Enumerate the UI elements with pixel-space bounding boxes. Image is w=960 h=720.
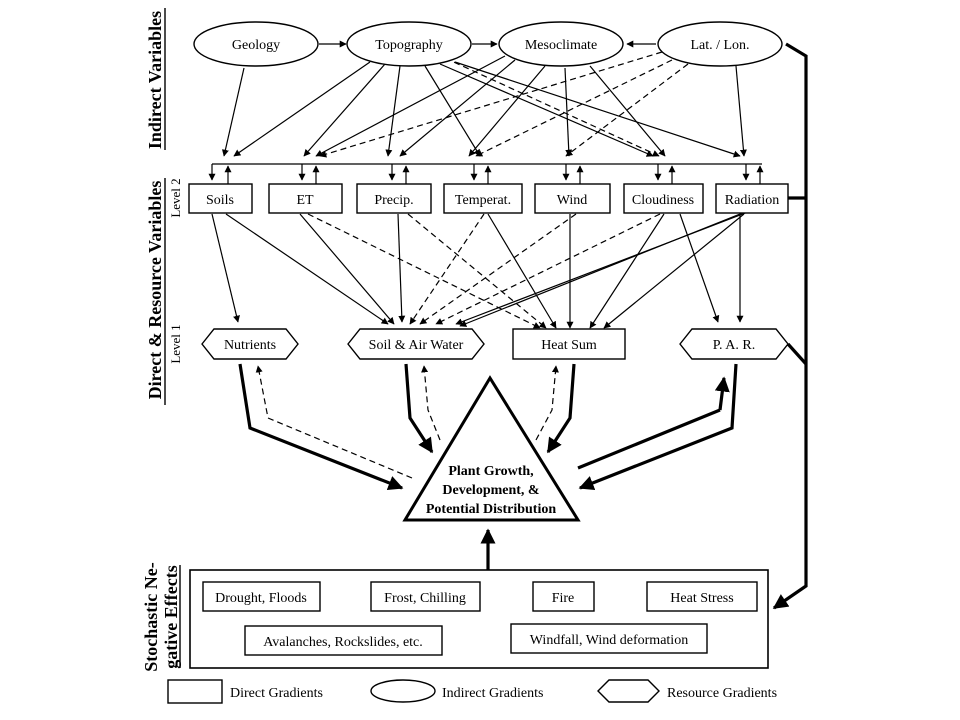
section-label-direct: Direct & Resource Variables [145, 181, 165, 400]
level2-to-level1-solid-arrows [211, 209, 751, 329]
node-geology-label: Geology [232, 38, 280, 53]
section-label-stochastic-1: Stochastic Ne- [141, 562, 161, 671]
legend: Direct Gradients Indirect Gradients Reso… [167, 679, 777, 704]
node-radiation: Radiation [715, 183, 789, 214]
node-geology: Geology [193, 21, 319, 67]
node-et-label: ET [296, 193, 314, 208]
node-soils-label: Soils [206, 193, 234, 208]
node-avalanches-label: Avalanches, Rockslides, etc. [263, 635, 423, 650]
plant-label-line2: Development, & [442, 483, 539, 498]
node-avalanches: Avalanches, Rockslides, etc. [244, 625, 443, 656]
node-heat-sum: Heat Sum [512, 328, 626, 360]
node-latlon-label: Lat. / Lon. [690, 38, 749, 53]
level2-label: Level 2 [168, 178, 183, 217]
node-wind: Wind [534, 183, 611, 214]
legend-resource-swatch [597, 679, 660, 703]
node-topography: Topography [346, 21, 472, 67]
node-et: ET [268, 183, 343, 214]
node-nutrients-label: Nutrients [224, 338, 276, 353]
node-heat-stress: Heat Stress [646, 581, 758, 612]
node-soils: Soils [188, 183, 253, 214]
feedback-bracket [772, 42, 808, 610]
node-frost-label: Frost, Chilling [384, 591, 466, 606]
level2-bus [208, 163, 764, 184]
plant-feedback-dashed-arrows [255, 365, 559, 479]
node-plant-growth: Plant Growth, Development, & Potential D… [402, 375, 581, 522]
section-label-stochastic-2: gative Effects [161, 565, 181, 668]
node-precip: Precip. [356, 183, 432, 214]
node-par-label: P. A. R. [713, 338, 755, 353]
node-radiation-label: Radiation [725, 193, 779, 208]
node-windfall: Windfall, Wind deformation [510, 623, 708, 654]
node-heat-sum-label: Heat Sum [541, 338, 597, 353]
node-windfall-label: Windfall, Wind deformation [530, 633, 688, 648]
plant-label-line3: Potential Distribution [426, 502, 556, 517]
node-fire-label: Fire [552, 591, 575, 606]
legend-indirect-swatch [370, 679, 436, 703]
node-mesoclimate: Mesoclimate [498, 21, 624, 67]
node-temperat: Temperat. [443, 183, 523, 214]
node-wind-label: Wind [557, 193, 588, 208]
plant-label-line1: Plant Growth, [448, 464, 533, 479]
node-heat-stress-label: Heat Stress [670, 591, 733, 606]
node-latlon: Lat. / Lon. [657, 21, 783, 67]
indirect-to-level2-dashed-arrows [319, 51, 689, 158]
node-soil-air-water: Soil & Air Water [347, 328, 485, 360]
resource-to-plant-arrows [238, 363, 738, 491]
node-mesoclimate-label: Mesoclimate [525, 38, 597, 53]
legend-direct-label: Direct Gradients [230, 686, 323, 701]
node-nutrients: Nutrients [201, 328, 299, 360]
section-label-indirect: Indirect Variables [145, 11, 165, 149]
legend-indirect-label: Indirect Gradients [442, 686, 543, 701]
node-cloudiness: Cloudiness [623, 183, 704, 214]
node-frost: Frost, Chilling [370, 581, 481, 612]
node-precip-label: Precip. [374, 193, 413, 208]
node-topography-label: Topography [375, 38, 442, 53]
node-fire: Fire [532, 581, 595, 612]
legend-resource-label: Resource Gradients [667, 686, 777, 701]
node-drought-label: Drought, Floods [215, 591, 307, 606]
node-soil-air-water-label: Soil & Air Water [369, 338, 464, 353]
node-temperat-label: Temperat. [455, 193, 511, 208]
node-cloudiness-label: Cloudiness [632, 193, 694, 208]
node-par: P. A. R. [679, 328, 789, 360]
indirect-to-level2-solid-arrows [221, 55, 747, 158]
level2-to-level1-dashed-arrows [307, 213, 661, 329]
node-drought: Drought, Floods [202, 581, 321, 612]
legend-direct-swatch [167, 679, 223, 704]
level1-label: Level 1 [168, 324, 183, 363]
